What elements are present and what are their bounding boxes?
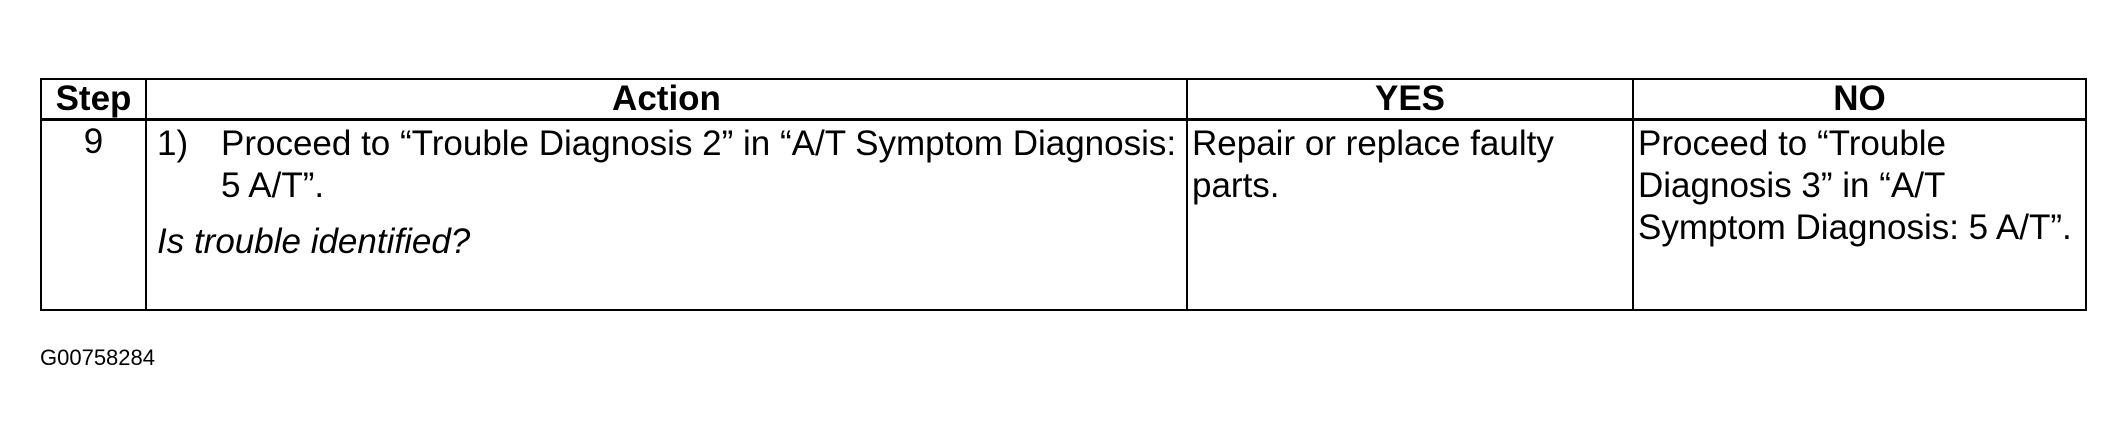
header-no: NO: [1632, 78, 2087, 121]
table-row: 9 1) Proceed to “Trouble Diagnosis 2” in…: [40, 118, 2087, 311]
header-yes: YES: [1186, 78, 1634, 121]
action-item-number: 1): [157, 124, 189, 163]
action-question: Is trouble identified?: [157, 222, 471, 261]
yes-result: Repair or replace faulty parts.: [1186, 118, 1634, 311]
header-action: Action: [145, 78, 1188, 121]
diagnosis-table: Step Action YES NO 9 1) Proceed to “Trou…: [40, 78, 2087, 311]
action-item-text: Proceed to “Trouble Diagnosis 2” in “A/T…: [221, 124, 1177, 205]
action-cell: 1) Proceed to “Trouble Diagnosis 2” in “…: [145, 118, 1188, 311]
step-number: 9: [40, 118, 147, 311]
header-step: Step: [40, 78, 147, 121]
no-result: Proceed to “Trouble Diagnosis 3” in “A/T…: [1632, 118, 2087, 311]
figure-id: G00758284: [40, 345, 155, 370]
table-header-row: Step Action YES NO: [40, 78, 2087, 121]
action-item: 1) Proceed to “Trouble Diagnosis 2” in “…: [157, 123, 1180, 207]
